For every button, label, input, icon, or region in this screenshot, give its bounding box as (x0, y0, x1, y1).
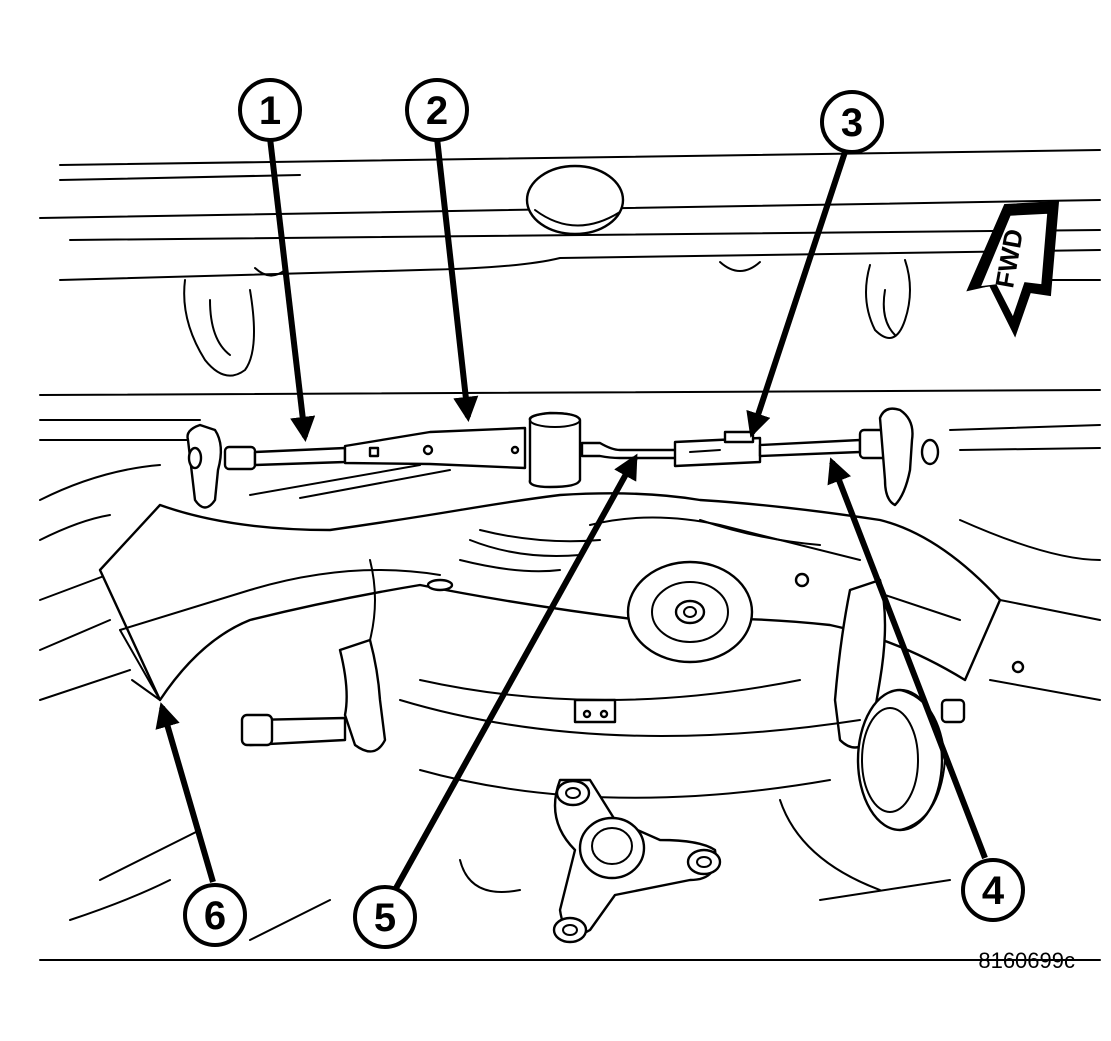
callout-3: 3 (820, 90, 884, 154)
floor-pan-outline (39, 149, 1101, 961)
right-lower-arm (833, 578, 966, 832)
leader-lines (155, 137, 988, 892)
callout-2: 2 (405, 78, 469, 142)
callout-6-label: 6 (204, 894, 226, 938)
callout-5-label: 5 (374, 896, 396, 940)
hub-bracket (552, 778, 722, 944)
spring-seat (626, 560, 754, 664)
callout-3-label: 3 (841, 101, 863, 145)
callout-1-label: 1 (259, 89, 281, 133)
callout-4-label: 4 (982, 869, 1005, 913)
callout-6: 6 (183, 883, 247, 947)
callout-4: 4 (961, 858, 1025, 922)
access-plug (525, 164, 625, 236)
callout-1: 1 (238, 78, 302, 142)
forward-direction-arrow: FWD (966, 200, 1060, 338)
callout-2-label: 2 (426, 89, 448, 133)
body-ribs (183, 259, 1101, 377)
figure-reference: 8160699c (978, 948, 1075, 973)
callout-5: 5 (353, 885, 417, 949)
left-lower-arm (240, 638, 387, 753)
lower-floor-contours (69, 679, 951, 941)
center-bracket (573, 698, 617, 724)
brake-cable-assembly (186, 407, 940, 509)
rear-crossmember (98, 492, 1025, 702)
